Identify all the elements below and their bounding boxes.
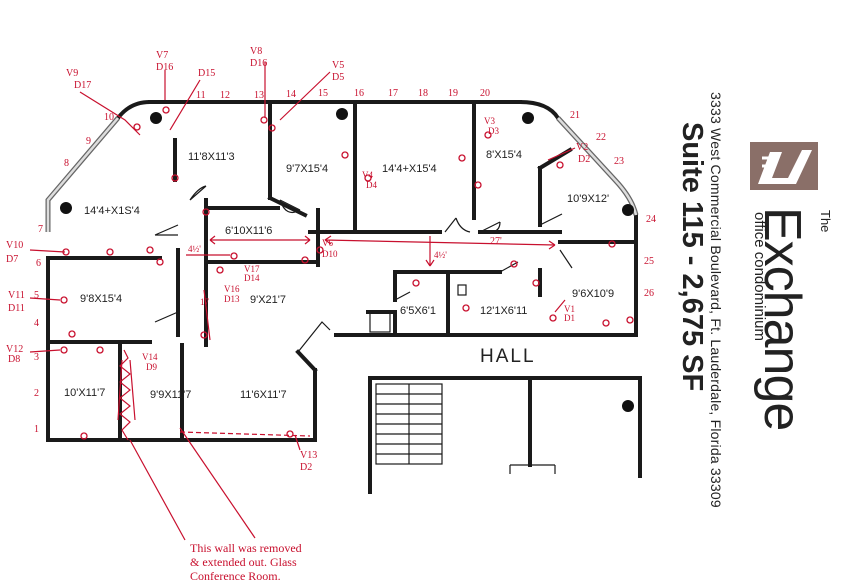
port-number: 11 — [196, 90, 206, 101]
room-label: 9'9X11'7 — [150, 389, 191, 401]
marker-label: D14 — [244, 273, 260, 283]
port-numbers: 1 2 3 4 5 6 7 8 9 10 11 12 13 14 15 16 1… — [34, 88, 656, 435]
room-label: 6'10X11'6 — [225, 225, 272, 237]
port-number: 20 — [480, 88, 490, 99]
port-number: 7 — [38, 224, 43, 235]
port-number: 6 — [36, 258, 41, 269]
marker-label: D17 — [74, 80, 91, 91]
brand-address: 3333 West Commercial Boulevard, Ft. Laud… — [708, 92, 724, 508]
marker-label: V16 — [224, 284, 240, 294]
port-number: 1 — [34, 424, 39, 435]
suite-title: Suite 115 - 2,675 SF — [676, 122, 708, 392]
port-number: 5 — [34, 290, 39, 301]
room-label: 14'4+X1S'4 — [84, 205, 140, 217]
port-number: 26 — [644, 288, 654, 299]
marker-label: V6 — [322, 238, 333, 248]
port-number: 15 — [318, 88, 328, 99]
marker-label: V10 — [6, 240, 23, 251]
port-number: 3 — [34, 352, 39, 363]
columns — [60, 108, 634, 412]
room-labels: 11'8X11'3 9'7X15'4 14'4+X15'4 8'X15'4 10… — [64, 149, 614, 401]
room-label: 10'9X12' — [567, 193, 609, 205]
room-label: 6'5X6'1 — [400, 305, 436, 317]
port-number: 17 — [388, 88, 398, 99]
room-label: 9'7X15'4 — [286, 163, 328, 175]
marker-label: V13 — [300, 450, 317, 461]
marker-label: V12 — [6, 344, 23, 355]
note-line: & extended out. Glass — [190, 555, 297, 569]
stairs — [375, 383, 443, 465]
marker-label: D5 — [332, 72, 344, 83]
room-label: 12'1X6'11 — [480, 305, 527, 317]
marker-label: D16 — [250, 58, 267, 69]
marker-labels: V7 D16 V8 D16 V5 D5 V9 D17 D15 V3 D3 V4 … — [6, 46, 590, 473]
marker-label: D11 — [8, 303, 25, 314]
room-label: 14'4+X15'4 — [382, 163, 437, 175]
hall-label: HALL — [480, 346, 536, 367]
marker-label: D15 — [198, 68, 215, 79]
walls — [46, 99, 642, 494]
room-label: 9'6X10'9 — [572, 288, 614, 300]
marker-label: V8 — [250, 46, 262, 57]
port-number: 23 — [614, 156, 624, 167]
marker-label: D13 — [224, 294, 240, 304]
port-number: 14 — [286, 89, 296, 100]
port-number: 4 — [34, 318, 39, 329]
exchange-logo-icon — [750, 142, 818, 190]
note-line: This wall was removed — [190, 541, 302, 555]
dimension-label: 4½' — [434, 250, 447, 260]
port-number: 2 — [34, 388, 39, 399]
marker-label: D16 — [156, 62, 173, 73]
marker-label: D9 — [146, 362, 157, 372]
port-number: 13 — [254, 90, 264, 101]
port-number: 18 — [418, 88, 428, 99]
marker-label: D8 — [8, 354, 20, 365]
port-number: 12 — [220, 90, 230, 101]
marker-label: D4 — [366, 180, 377, 190]
marker-label: V4 — [362, 170, 373, 180]
port-number: 25 — [644, 256, 654, 267]
port-number: 22 — [596, 132, 606, 143]
room-label: 8'X15'4 — [486, 149, 522, 161]
brand-the: The — [818, 210, 833, 233]
marker-label: D10 — [322, 249, 338, 259]
room-label: 10'X11'7 — [64, 387, 105, 399]
marker-label: V9 — [66, 68, 78, 79]
marker-label: D3 — [488, 126, 499, 136]
marker-label: V17 — [244, 264, 260, 274]
marker-label: V2 — [576, 142, 588, 153]
room-label: 11'6X11'7 — [240, 389, 287, 401]
port-number: 19 — [448, 88, 458, 99]
marker-label: D2 — [578, 154, 590, 165]
dimension-label: 17 — [200, 297, 210, 307]
glass-walls — [45, 116, 639, 232]
port-number: 24 — [646, 214, 656, 225]
port-number: 8 — [64, 158, 69, 169]
annotation-note: This wall was removed & extended out. Gl… — [190, 541, 302, 583]
brand-tagline: office condominium — [751, 212, 768, 341]
marker-label: V1 — [564, 304, 575, 314]
marker-label: D1 — [564, 313, 575, 323]
dimension-label: 27' — [490, 236, 502, 247]
marker-label: V7 — [156, 50, 168, 61]
port-number: 10 — [104, 112, 114, 123]
marker-label: D2 — [300, 462, 312, 473]
marker-label: V3 — [484, 116, 495, 126]
marker-label: V5 — [332, 60, 344, 71]
dimension-labels: 27' 4½' 4½' 17 — [188, 236, 502, 307]
port-number: 21 — [570, 110, 580, 121]
jack-markers — [60, 106, 634, 440]
port-number: 9 — [86, 136, 91, 147]
marker-label: V11 — [8, 290, 25, 301]
doors — [154, 185, 573, 353]
note-line: Conference Room. — [190, 569, 281, 583]
room-label: 11'8X11'3 — [188, 151, 235, 163]
room-label: 9'X21'7 — [250, 294, 286, 306]
marker-label: V14 — [142, 352, 158, 362]
room-label: 9'8X15'4 — [80, 293, 122, 305]
marker-label: D7 — [6, 254, 18, 265]
dimension-label: 4½' — [188, 244, 201, 254]
port-number: 16 — [354, 88, 364, 99]
